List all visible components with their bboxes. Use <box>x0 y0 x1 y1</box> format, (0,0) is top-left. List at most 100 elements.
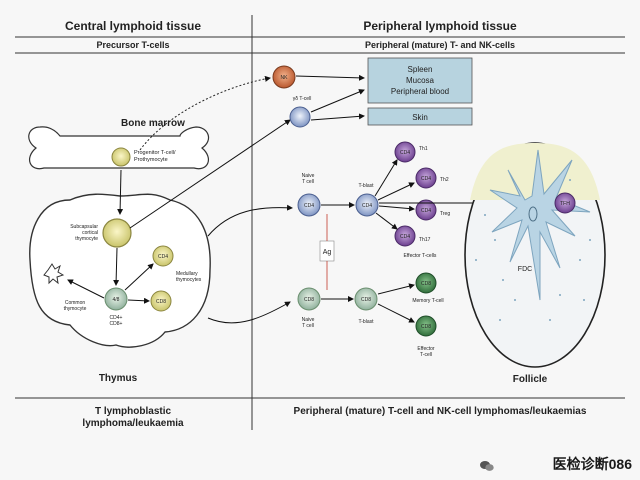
common-thymocyte-inner: 4/8 <box>113 297 120 303</box>
tissue-spleen: Spleen <box>408 65 433 74</box>
effector-label-1: Effector <box>417 346 434 352</box>
naive-cd4-text: CD4 <box>304 203 314 209</box>
cd4-thymocyte-label: CD4 <box>158 254 168 260</box>
effector-label-2: T-cell <box>420 352 432 358</box>
subheader-peripheral-cells: Peripheral (mature) T- and NK-cells <box>365 40 515 50</box>
arrow-treg <box>378 205 415 212</box>
tfh-cell <box>554 192 576 214</box>
tblast-cd4-text: CD4 <box>362 203 372 209</box>
subcapsular-label-3: thymocyte <box>75 236 98 242</box>
th17-cell <box>394 225 416 247</box>
thymus-label: Thymus <box>99 373 138 384</box>
follicle-label: Follicle <box>513 374 548 385</box>
memory-cd8: CD8 <box>421 281 431 287</box>
naive-cd4-cell <box>297 193 321 217</box>
nk-label: NK <box>281 75 289 81</box>
common-label-2: thymocyte <box>64 306 87 312</box>
arrow-common-cd8 <box>127 297 150 304</box>
progenitor-label-2: Prothymocyte <box>134 157 168 163</box>
medullary-label-2: thymocytes <box>176 277 202 283</box>
common-label-1: Common <box>65 300 86 306</box>
cd4-thymocyte <box>152 245 174 267</box>
tissue-box <box>367 57 473 104</box>
arrow-marrow-nk <box>139 75 271 151</box>
arrow-gd-tissue <box>310 89 365 113</box>
watermark: 医检诊断086 <box>552 456 632 472</box>
subheader-precursor: Precursor T-cells <box>96 40 169 50</box>
naive-cd8-text: CD8 <box>304 297 314 303</box>
subcapsular-thymocyte <box>102 218 132 248</box>
cd48-label-2: CD8+ <box>110 321 123 327</box>
naive-top-label-2: T cell <box>302 179 314 185</box>
fdc-nucleus <box>528 206 538 222</box>
arrow-thymus-naive-cd4 <box>207 204 293 237</box>
arrow-th1 <box>374 159 398 197</box>
effector-tcells-label: Effector T-cells <box>404 253 437 259</box>
treg-cell <box>415 199 437 221</box>
cd48-label-1: CD4+ <box>110 315 123 321</box>
apoptotic-cell-icon <box>43 263 65 285</box>
subcapsular-label-2: cortical <box>82 230 98 236</box>
fdc-dots <box>475 179 591 321</box>
fdc-cell <box>489 149 591 301</box>
arrow-subcap-common <box>113 247 120 286</box>
cd8-thymocyte-label: CD8 <box>156 299 166 305</box>
ag-label: Ag <box>323 249 332 256</box>
arrow-effector <box>377 303 415 323</box>
gd-t-cell <box>289 106 311 128</box>
nk-cell <box>272 65 296 89</box>
arrow-nk-tissue <box>295 74 365 81</box>
bone-marrow-label: Bone marrow <box>121 118 185 129</box>
th17-label: Th17 <box>419 237 431 243</box>
arrow-th2 <box>377 182 415 201</box>
cd8-thymocyte <box>150 290 172 312</box>
th1-cell <box>394 141 416 163</box>
tblast-cd4-cell <box>355 193 379 217</box>
skin-box <box>367 107 473 126</box>
th1-label: Th1 <box>419 146 428 152</box>
tissue-blood: Peripheral blood <box>391 87 449 96</box>
naive-top-label-1: Naive <box>302 173 315 179</box>
header-central: Central lymphoid tissue <box>65 19 201 33</box>
naive-bottom-label-1: Naive <box>302 317 315 323</box>
progenitor-label-1: Progenitor T-cell/ <box>134 150 176 156</box>
tblast-cd8-text: CD8 <box>361 297 371 303</box>
tissue-skin: Skin <box>412 113 428 122</box>
treg-label: Treg <box>440 211 450 217</box>
footer-left-2: lymphoma/leukaemia <box>82 418 184 429</box>
footer-left-1: T lymphoblastic <box>95 406 172 417</box>
arrow-thymus-naive-cd8 <box>207 301 291 324</box>
tblast-cd8-cell <box>354 287 378 311</box>
gd-label: γδ T-cell <box>293 96 312 102</box>
arrow-thymus-gd <box>129 119 291 229</box>
arrow-gd-skin <box>310 113 365 121</box>
tfh-label: TFH <box>560 201 570 207</box>
footer-right: Peripheral (mature) T-cell and NK-cell l… <box>294 406 587 417</box>
th2-cd4: CD4 <box>421 176 431 182</box>
progenitor-cell <box>111 147 131 167</box>
th2-cell <box>415 167 437 189</box>
naive-cd8-cell <box>297 287 321 311</box>
common-thymocyte <box>104 287 128 311</box>
fdc-label: FDC <box>518 266 532 273</box>
naive-bottom-label-2: T cell <box>302 323 314 329</box>
arrow-memory <box>377 283 415 295</box>
memory-cell <box>415 272 437 294</box>
th1-cd4: CD4 <box>400 150 410 156</box>
arrow-th17 <box>375 212 398 230</box>
header-peripheral: Peripheral lymphoid tissue <box>363 19 517 33</box>
tblast-top-label: T-blast <box>358 183 374 189</box>
wechat-icon <box>480 461 494 471</box>
arrow-common-cd4 <box>124 263 154 291</box>
effector-cell <box>415 315 437 337</box>
arrow-common-apoptosis <box>67 279 105 299</box>
subcapsular-label-1: Subcapsular <box>70 224 98 230</box>
arrow-marrow-thymus <box>117 169 124 215</box>
th2-label: Th2 <box>440 177 449 183</box>
effector-cd8: CD8 <box>421 324 431 330</box>
tissue-mucosa: Mucosa <box>406 76 435 85</box>
medullary-label-1: Medullary <box>176 271 198 277</box>
tblast-bottom-label: T-blast <box>358 319 374 325</box>
